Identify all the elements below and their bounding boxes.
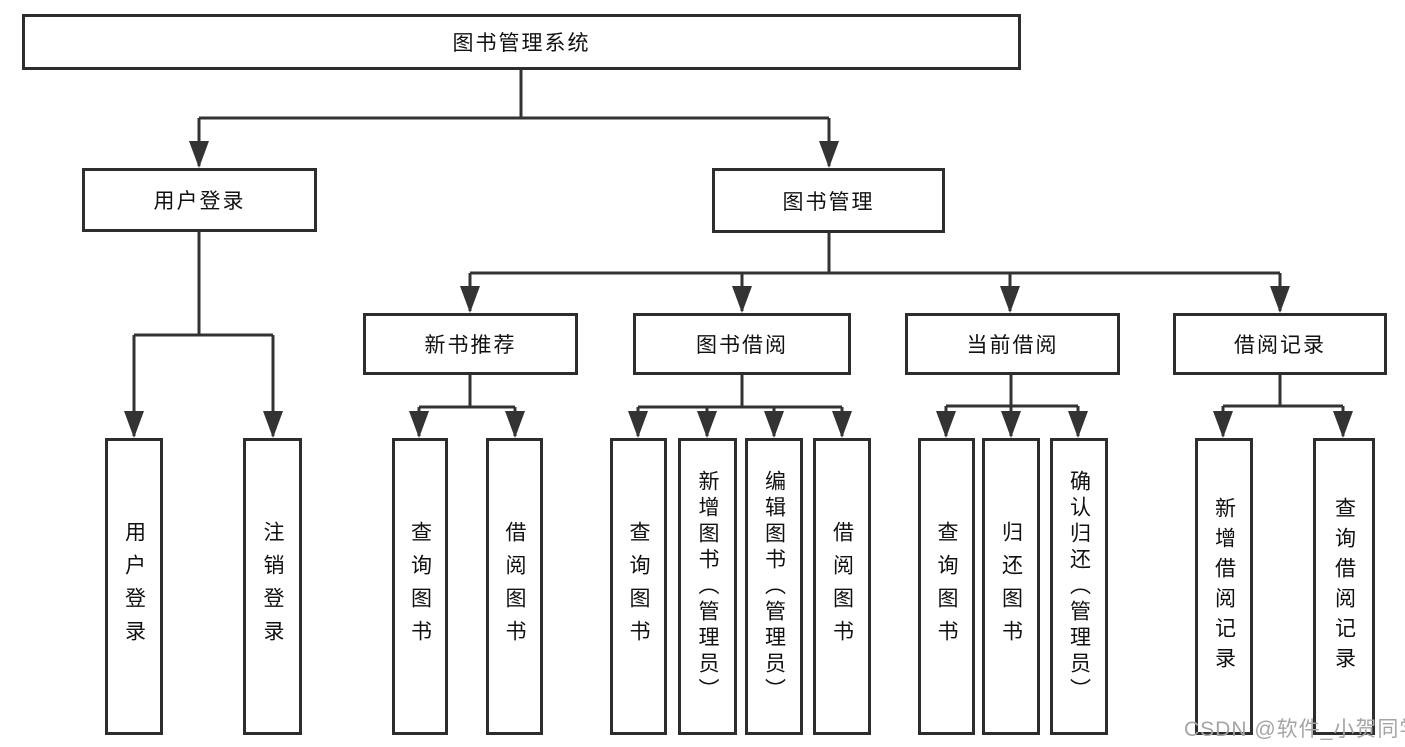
leaf-return-book-label: 归还图书 <box>999 520 1023 653</box>
node-new-book-recommend-label: 新书推荐 <box>424 334 517 357</box>
leaf-user-login: 用户登录 <box>105 438 163 735</box>
leaf-query-borrow-record-label: 查询借阅记录 <box>1332 496 1356 677</box>
leaf-query-book-borrow: 查询图书 <box>610 438 667 735</box>
node-borrow-record: 借阅记录 <box>1173 313 1387 375</box>
branch-book-management-label: 图书管理 <box>782 190 875 214</box>
root-box: 图书管理系统 <box>22 14 1021 70</box>
leaf-query-book-recommend: 查询图书 <box>392 438 448 735</box>
leaf-logout: 注销登录 <box>243 438 302 735</box>
leaf-add-book-admin: 新增图书（管理员） <box>678 438 737 735</box>
leaf-edit-book-admin: 编辑图书（管理员） <box>745 438 803 735</box>
leaf-borrow-book-label: 借阅图书 <box>830 520 854 653</box>
leaf-add-borrow-record: 新增借阅记录 <box>1195 438 1253 735</box>
leaf-logout-label: 注销登录 <box>261 520 284 653</box>
leaf-confirm-return-admin: 确认归还（管理员） <box>1050 438 1108 735</box>
branch-user-login-label: 用户登录 <box>153 190 246 213</box>
leaf-query-book-borrow-label: 查询图书 <box>627 520 650 653</box>
leaf-borrow-book: 借阅图书 <box>813 438 871 735</box>
branch-user-login: 用户登录 <box>82 168 317 232</box>
leaf-edit-book-admin-label: 编辑图书（管理员） <box>762 469 786 704</box>
branch-book-management: 图书管理 <box>712 168 945 233</box>
leaf-confirm-return-admin-label: 确认归还（管理员） <box>1067 469 1091 704</box>
watermark: CSDN @软件_小贺同学 <box>1184 718 1405 741</box>
root-box-label: 图书管理系统 <box>452 32 591 55</box>
leaf-query-book-recommend-label: 查询图书 <box>408 520 432 653</box>
leaf-query-book-current-label: 查询图书 <box>935 520 958 653</box>
node-book-borrow-label: 图书借阅 <box>696 334 788 357</box>
leaf-borrow-book-recommend: 借阅图书 <box>486 438 543 735</box>
leaf-add-borrow-record-label: 新增借阅记录 <box>1212 496 1236 677</box>
leaf-query-book-current: 查询图书 <box>918 438 975 735</box>
node-current-borrow-label: 当前借阅 <box>966 334 1059 357</box>
leaf-query-borrow-record: 查询借阅记录 <box>1313 438 1375 735</box>
leaf-return-book: 归还图书 <box>982 438 1040 735</box>
node-borrow-record-label: 借阅记录 <box>1234 334 1326 357</box>
leaf-add-book-admin-label: 新增图书（管理员） <box>696 469 719 704</box>
node-new-book-recommend: 新书推荐 <box>363 313 578 375</box>
node-current-borrow: 当前借阅 <box>905 313 1120 375</box>
leaf-borrow-book-recommend-label: 借阅图书 <box>503 520 526 653</box>
leaf-user-login-label: 用户登录 <box>122 520 146 653</box>
node-book-borrow: 图书借阅 <box>633 313 851 375</box>
